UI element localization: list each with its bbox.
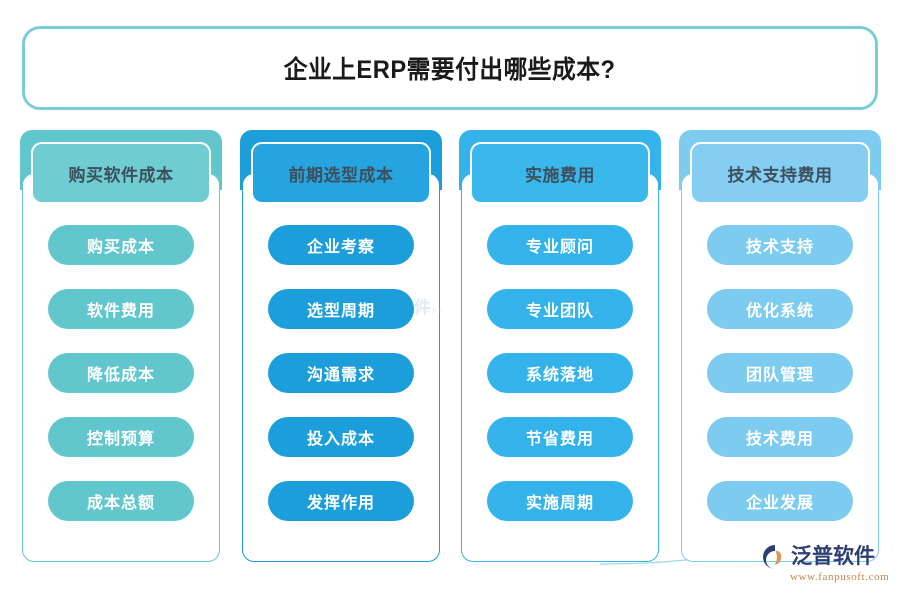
column-header[interactable]: 前期选型成本 [251,142,431,204]
column-header[interactable]: 实施费用 [470,142,650,204]
list-item[interactable]: 企业发展 [707,481,853,521]
list-item-label: 软件费用 [86,303,155,320]
list-item[interactable]: 节省费用 [487,417,633,457]
column-item-list: 技术支持优化系统团队管理技术费用企业发展 [679,225,881,545]
list-item-label: 降低成本 [86,367,155,384]
list-item[interactable]: 成本总额 [48,481,194,521]
list-item-label: 企业考察 [306,239,375,256]
list-item[interactable]: 购买成本 [48,225,194,265]
list-item-label: 发挥作用 [306,495,375,512]
list-item[interactable]: 技术费用 [707,417,853,457]
list-item[interactable]: 专业顾问 [487,225,633,265]
list-item[interactable]: 软件费用 [48,289,194,329]
page-title: 企业上ERP需要付出哪些成本? [284,56,616,84]
list-item[interactable]: 技术支持 [707,225,853,265]
list-item-label: 选型周期 [306,303,375,320]
list-item[interactable]: 团队管理 [707,353,853,393]
list-item[interactable]: 发挥作用 [268,481,414,521]
list-item-label: 团队管理 [745,367,814,384]
column-header-label: 实施费用 [525,165,595,185]
column-header-label: 购买软件成本 [68,165,174,185]
list-item[interactable]: 企业考察 [268,225,414,265]
list-item-label: 技术费用 [745,431,814,448]
list-item-label: 技术支持 [745,239,814,256]
list-item-label: 专业顾问 [525,239,594,256]
list-item[interactable]: 实施周期 [487,481,633,521]
column-header-label: 前期选型成本 [288,165,394,185]
column-item-list: 购买成本软件费用降低成本控制预算成本总额 [20,225,222,545]
brand-logo-url: www.fanpusoft.com [790,571,890,583]
list-item[interactable]: 优化系统 [707,289,853,329]
list-item[interactable]: 专业团队 [487,289,633,329]
column-item-list: 企业考察选型周期沟通需求投入成本发挥作用 [240,225,442,545]
column-header[interactable]: 购买软件成本 [31,142,211,204]
list-item-label: 优化系统 [745,303,814,320]
list-item-label: 企业发展 [745,495,814,512]
list-item-label: 实施周期 [525,495,594,512]
title-box: 企业上ERP需要付出哪些成本? [22,26,878,110]
list-item-label: 投入成本 [306,431,375,448]
brand-logo-text: 泛普软件 [791,544,875,568]
column-header-label: 技术支持费用 [727,165,833,185]
list-item-label: 沟通需求 [306,367,375,384]
brand-logo[interactable]: 泛普软件 www.fanpusoft.com [762,543,892,589]
list-item-label: 节省费用 [525,431,594,448]
list-item[interactable]: 选型周期 [268,289,414,329]
list-item[interactable]: 控制预算 [48,417,194,457]
list-item-label: 控制预算 [86,431,155,448]
list-item-label: 成本总额 [86,495,155,512]
column-item-list: 专业顾问专业团队系统落地节省费用实施周期 [459,225,661,545]
list-item[interactable]: 系统落地 [487,353,633,393]
brand-logo-icon [762,544,788,570]
list-item-label: 系统落地 [525,367,594,384]
list-item[interactable]: 投入成本 [268,417,414,457]
list-item-label: 购买成本 [86,239,155,256]
list-item[interactable]: 沟通需求 [268,353,414,393]
list-item[interactable]: 降低成本 [48,353,194,393]
list-item-label: 专业团队 [525,303,594,320]
column-header[interactable]: 技术支持费用 [690,142,870,204]
